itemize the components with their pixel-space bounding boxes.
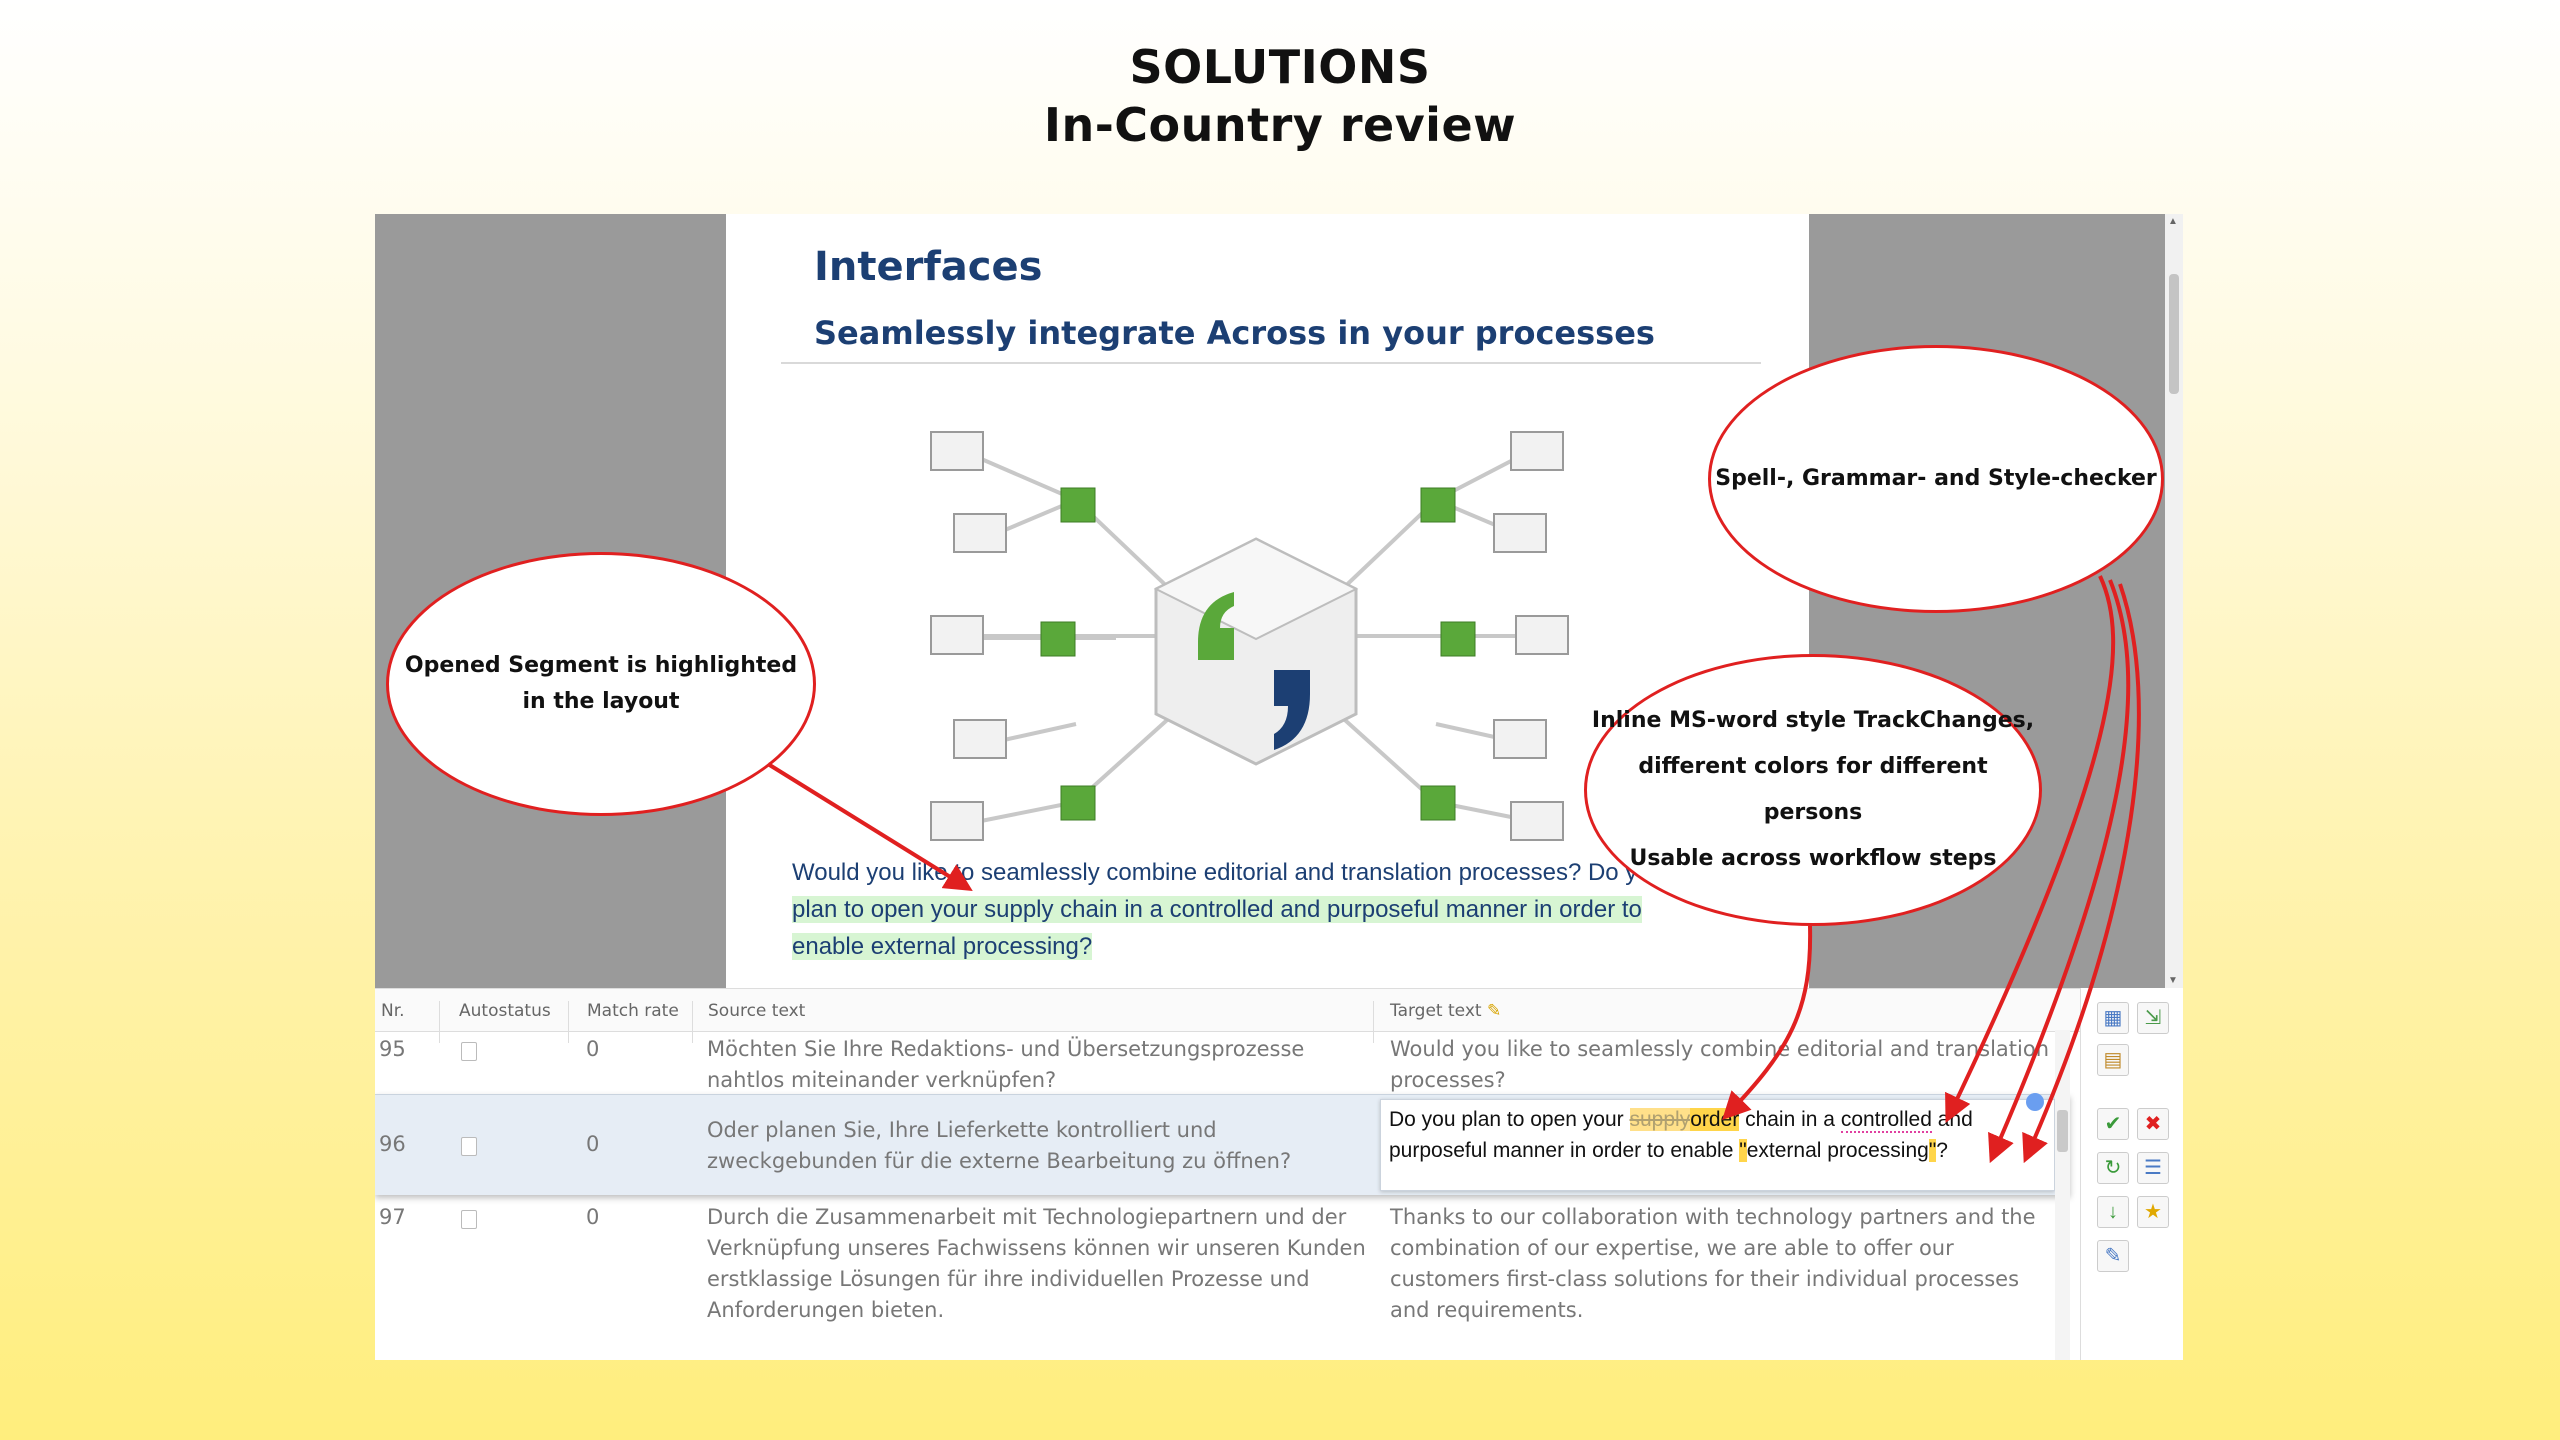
col-autostatus[interactable]: Autostatus: [459, 1001, 551, 1021]
scrollbar-thumb[interactable]: [2169, 274, 2179, 394]
row-nr: 96: [379, 1132, 406, 1156]
page-subheading: Seamlessly integrate Across in your proc…: [814, 314, 1655, 352]
action-toolbar: ▦ ⇲ ▤ ✔ ✖ ↻ ☰ ↓ ★ ✎: [2080, 988, 2183, 1360]
col-match-rate[interactable]: Match rate: [587, 1001, 679, 1021]
check-icon[interactable]: ✔: [2097, 1108, 2129, 1140]
row-source: Möchten Sie Ihre Redaktions- und Überset…: [707, 1037, 1305, 1092]
divider: [781, 362, 1761, 364]
across-logo-cube: [1153, 537, 1359, 766]
slide-title-line1: SOLUTIONS: [1129, 40, 1431, 94]
col-target[interactable]: Target text ✎: [1390, 1001, 1502, 1021]
col-source[interactable]: Source text: [708, 1001, 806, 1021]
export-icon[interactable]: ⇲: [2137, 1002, 2169, 1034]
table-row[interactable]: 97 0 Durch die Zusammenarbeit mit Techno…: [375, 1198, 2070, 1360]
pencil-icon: ✎: [1486, 1001, 1502, 1021]
preview-text-normal: Would you like to seamlessly combine edi…: [792, 859, 1665, 886]
slide-title-line2: In-Country review: [1043, 98, 1517, 152]
slide-title: SOLUTIONS In-Country review: [0, 38, 2560, 154]
page-heading: Interfaces: [814, 244, 1043, 290]
redo-icon[interactable]: ↻: [2097, 1152, 2129, 1184]
row-match: 0: [586, 1132, 600, 1156]
star-icon[interactable]: ★: [2137, 1196, 2169, 1228]
callout-trackchanges: Inline MS-word style TrackChanges,differ…: [1584, 654, 2042, 926]
callout-checker: Spell-, Grammar- and Style-checker: [1708, 345, 2164, 613]
list-icon[interactable]: ☰: [2137, 1152, 2169, 1184]
scroll-down-icon[interactable]: ▼: [2168, 975, 2178, 986]
row-nr: 97: [379, 1205, 406, 1229]
row-source: Durch die Zusammenarbeit mit Technologie…: [707, 1205, 1366, 1322]
grid-scrollbar[interactable]: [2055, 1030, 2070, 1360]
scrollbar-thumb[interactable]: [2057, 1110, 2068, 1152]
autostatus-checkbox[interactable]: [461, 1042, 477, 1061]
edit-check-icon[interactable]: ✎: [2097, 1240, 2129, 1272]
grid-view-icon[interactable]: ▦: [2097, 1002, 2129, 1034]
tracked-deletion: supply: [1629, 1108, 1691, 1131]
integration-diagram: [930, 431, 1569, 841]
tracked-insertion: order: [1690, 1108, 1740, 1131]
row-target[interactable]: Would you like to seamlessly combine edi…: [1390, 1037, 2050, 1092]
grid-header: Nr. Autostatus Match rate Source text Ta…: [375, 988, 2080, 1043]
preview-text-highlight-1: plan to open your supply chain in a cont…: [792, 896, 1642, 923]
spelling-flag[interactable]: controlled: [1840, 1108, 1932, 1133]
row-match: 0: [586, 1037, 600, 1061]
autostatus-checkbox[interactable]: [461, 1137, 477, 1156]
table-row-active[interactable]: 96 0 Oder planen Sie, Ihre Lieferkette k…: [375, 1093, 2070, 1195]
preview-text-highlight-2: enable external processing?: [792, 933, 1093, 960]
preview-scrollbar[interactable]: ▲ ▼: [2165, 214, 2183, 988]
col-nr[interactable]: Nr.: [381, 1001, 405, 1021]
row-target[interactable]: Thanks to our collaboration with technol…: [1390, 1205, 2036, 1322]
autostatus-checkbox[interactable]: [461, 1210, 477, 1229]
table-row[interactable]: 95 0 Möchten Sie Ihre Redaktions- und Üb…: [375, 1030, 2070, 1092]
close-icon[interactable]: ✖: [2137, 1108, 2169, 1140]
edit-status-dot: [2026, 1093, 2044, 1111]
row-source: Oder planen Sie, Ihre Lieferkette kontro…: [707, 1118, 1292, 1173]
paste-icon[interactable]: ▤: [2097, 1044, 2129, 1076]
target-editor[interactable]: Do you plan to open your supplyorder cha…: [1380, 1099, 2055, 1191]
green-nodes: [1040, 487, 1476, 821]
segment-grid: Nr. Autostatus Match rate Source text Ta…: [375, 988, 2080, 1360]
down-arrow-icon[interactable]: ↓: [2097, 1196, 2129, 1228]
row-match: 0: [586, 1205, 600, 1229]
row-nr: 95: [379, 1037, 406, 1061]
scroll-up-icon[interactable]: ▲: [2168, 216, 2178, 227]
